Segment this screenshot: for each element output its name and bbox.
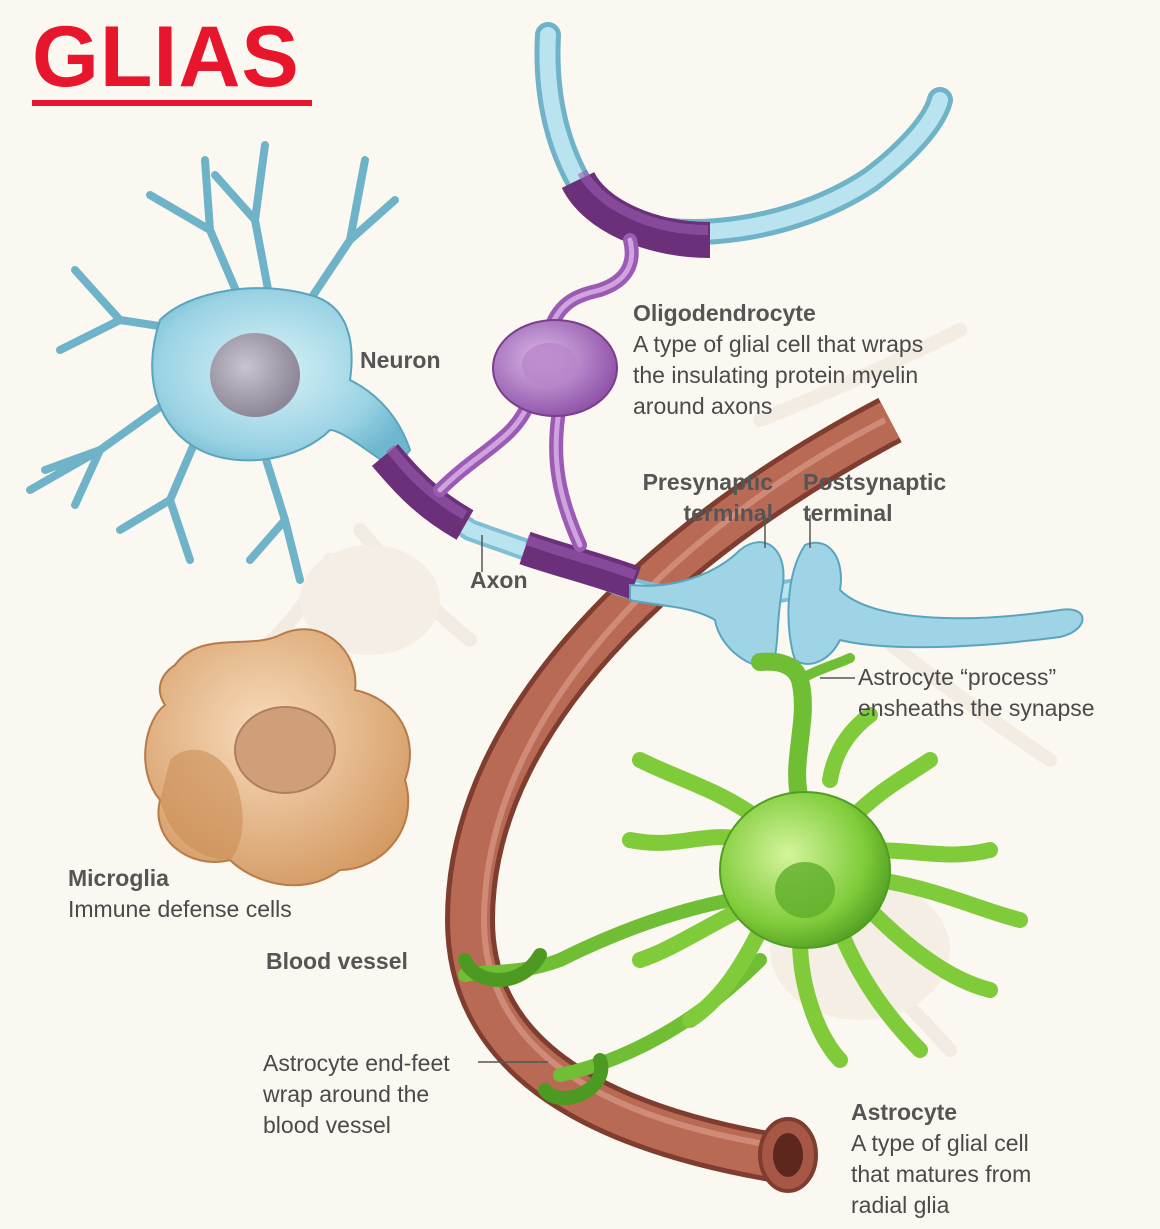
microglia-line1: Immune defense cells [68, 896, 292, 922]
title-underline [32, 100, 312, 106]
postsynaptic-terminal [787, 541, 1084, 665]
oligodendrocyte-caption: Oligodendrocyte A type of glial cell tha… [633, 298, 923, 422]
astrocyte-label: Astrocyte A type of glial cell that matu… [851, 1097, 1031, 1221]
end-feet-line3: blood vessel [263, 1112, 391, 1138]
oligodendrocyte-line3: around axons [633, 393, 773, 419]
astrocyte-line2: that matures from [851, 1161, 1032, 1187]
microglia-heading: Microglia [68, 865, 169, 891]
oligodendrocyte-heading: Oligodendrocyte [633, 300, 816, 326]
axon-label: Axon [470, 567, 528, 593]
presynaptic-line2: terminal [683, 500, 773, 526]
end-feet-line1: Astrocyte end-feet [263, 1050, 450, 1076]
end-feet-label: Astrocyte end-feet wrap around the blood… [263, 1048, 450, 1141]
presynaptic-line1: Presynaptic [642, 469, 773, 495]
microglia-label: Microglia Immune defense cells [68, 863, 292, 925]
presynaptic-terminal [629, 541, 785, 668]
postsynaptic-label: Postsynaptic terminal [803, 467, 946, 529]
oligodendrocyte-line1: A type of glial cell that wraps [633, 331, 924, 357]
astrocyte-line1: A type of glial cell [851, 1130, 1029, 1156]
astrocyte-line3: radial glia [851, 1192, 950, 1218]
blood-vessel-label: Blood vessel [266, 948, 408, 974]
postsynaptic-line2: terminal [803, 500, 893, 526]
page-title: GLIAS [32, 9, 300, 105]
leader-lines [478, 515, 855, 1063]
neuron-label: Neuron [360, 347, 441, 373]
neuron-nucleus [210, 333, 300, 417]
upper-axon [534, 22, 953, 258]
astrocyte-process-label: Astrocyte “process” ensheaths the synaps… [858, 662, 1095, 724]
astrocyte-nucleus [775, 862, 835, 918]
myelin-sheath [371, 444, 641, 599]
microglia-cell [144, 628, 411, 887]
oligodendrocyte-line2: the insulating protein myelin [633, 362, 919, 388]
end-feet-line2: wrap around the [263, 1081, 430, 1107]
microglia-nucleus [234, 706, 336, 794]
neuron-dendrites [26, 141, 399, 584]
oligodendrocyte-nucleus [522, 343, 578, 387]
astrocyte-heading: Astrocyte [851, 1099, 958, 1125]
presynaptic-label: Presynaptic terminal [633, 467, 773, 529]
astrocyte-arms [622, 707, 1028, 1068]
oligodendrocyte-cell [433, 233, 639, 552]
postsynaptic-line1: Postsynaptic [803, 469, 947, 495]
blood-vessel [444, 397, 902, 1193]
astrocyte-process-line1: Astrocyte “process” [858, 664, 1057, 690]
astrocyte-process-line2: ensheaths the synapse [858, 695, 1095, 721]
neuron-cell [151, 287, 412, 472]
astrocyte-cell [719, 791, 891, 949]
